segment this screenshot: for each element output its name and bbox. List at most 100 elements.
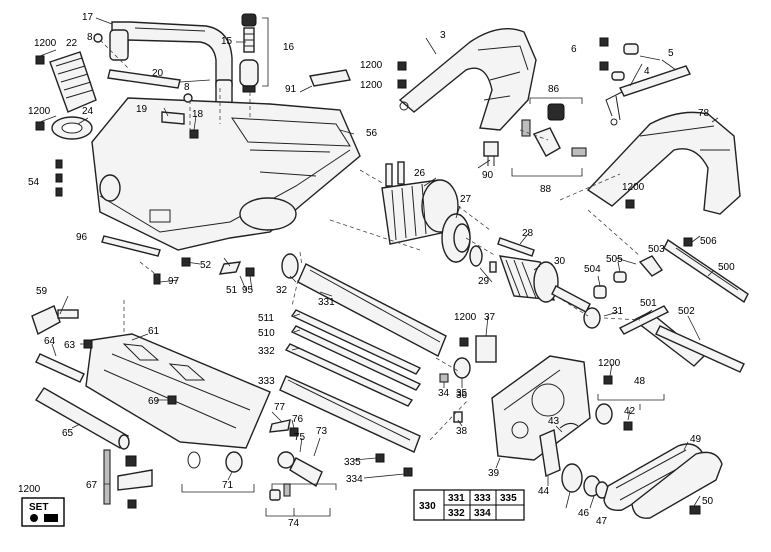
label-3: 3	[440, 30, 446, 41]
drum-bearing-set	[439, 335, 497, 423]
label-26: 26	[414, 168, 426, 179]
label-54: 54	[28, 177, 40, 188]
label-86: 86	[548, 84, 560, 95]
set-table-cell: 333	[474, 493, 491, 504]
label-1200: 1200	[598, 358, 621, 369]
label-78: 78	[698, 108, 710, 119]
label-503: 503	[648, 244, 665, 255]
label-502: 502	[678, 306, 695, 317]
set-badge: SET	[21, 497, 65, 527]
label-16: 16	[283, 42, 295, 53]
label-36: 36	[456, 390, 468, 401]
label-73: 73	[316, 426, 328, 437]
label-61: 61	[148, 326, 160, 337]
label-29: 29	[478, 276, 490, 287]
label-59: 59	[36, 286, 48, 297]
label-77: 77	[274, 402, 286, 413]
depth-adjust-hardware	[265, 419, 337, 517]
label-334: 334	[346, 474, 363, 485]
screw-set	[35, 33, 635, 477]
label-30: 30	[554, 256, 566, 267]
pulley-drive	[539, 394, 723, 519]
bearing-flange	[441, 213, 471, 263]
label-74: 74	[288, 518, 300, 529]
set-table-cell: 335	[500, 493, 517, 504]
label-505: 505	[606, 254, 623, 265]
set-parts-table: 330 331 333 335 332 334	[413, 489, 525, 521]
label-71: 71	[222, 480, 234, 491]
label-39: 39	[488, 468, 500, 479]
label-64: 64	[44, 336, 56, 347]
set-table-cell: 332	[448, 508, 465, 519]
label-22: 22	[66, 38, 78, 49]
label-50: 50	[702, 496, 714, 507]
label-1200: 1200	[360, 80, 383, 91]
side-cover	[586, 111, 741, 215]
label-1200: 1200	[454, 312, 477, 323]
label-38: 38	[456, 426, 468, 437]
label-47: 47	[596, 516, 608, 527]
label-95: 95	[242, 285, 254, 296]
label-17: 17	[82, 12, 94, 23]
power-cable	[605, 65, 691, 126]
label-20: 20	[152, 68, 164, 79]
switch-assembly	[483, 97, 587, 177]
label-500: 500	[718, 262, 735, 273]
label-6: 6	[571, 44, 577, 55]
assembly-guide-lines	[99, 39, 641, 441]
label-65: 65	[62, 428, 74, 439]
set-badge-text: SET	[29, 502, 48, 513]
rear-bracket	[103, 449, 153, 509]
label-63: 63	[64, 340, 76, 351]
cutter-drum	[281, 253, 447, 357]
label-1200: 1200	[360, 60, 383, 71]
label-44: 44	[538, 486, 550, 497]
label-8: 8	[184, 82, 190, 93]
label-48: 48	[634, 376, 646, 387]
spring-clip	[181, 451, 255, 493]
bolt-bar	[497, 237, 535, 257]
label-67: 67	[86, 480, 98, 491]
label-31: 31	[612, 306, 624, 317]
label-34: 34	[438, 388, 450, 399]
label-333: 333	[258, 376, 275, 387]
label-51: 51	[226, 285, 238, 296]
set-table-cell: 334	[474, 508, 491, 519]
armature-rotor	[469, 245, 601, 329]
adjust-knob	[31, 305, 79, 336]
label-69: 69	[148, 396, 160, 407]
label-28: 28	[522, 228, 534, 239]
label-76: 76	[292, 414, 304, 425]
label-511: 511	[258, 313, 274, 324]
label-88: 88	[540, 184, 552, 195]
label-97: 97	[168, 276, 180, 287]
label-19: 19	[136, 104, 148, 115]
set-table-cell: 331	[448, 493, 465, 504]
label-5: 5	[668, 48, 674, 59]
label-56: 56	[366, 128, 378, 139]
fence-hardware	[593, 237, 693, 299]
label-91: 91	[285, 84, 297, 95]
label-1200: 1200	[622, 182, 645, 193]
handle-part	[109, 21, 233, 105]
label-49: 49	[690, 434, 702, 445]
label-510: 510	[258, 328, 275, 339]
label-96: 96	[76, 232, 88, 243]
filter-panel	[49, 51, 97, 113]
label-35: 35	[456, 388, 468, 399]
label-46: 46	[578, 508, 590, 519]
guide-rods	[35, 353, 130, 450]
label-501: 501	[640, 298, 657, 309]
top-cover	[398, 28, 537, 131]
label-42: 42	[624, 406, 636, 417]
cable-clamp-set	[599, 37, 639, 81]
label-15: 15	[221, 36, 233, 47]
set-table-main: 330	[419, 501, 436, 512]
gasket-ring	[51, 116, 93, 140]
label-90: 90	[482, 170, 494, 181]
base-plate	[85, 333, 271, 449]
gauge-bar	[655, 325, 745, 373]
label-1200: 1200	[34, 38, 57, 49]
label-37: 37	[484, 312, 496, 323]
